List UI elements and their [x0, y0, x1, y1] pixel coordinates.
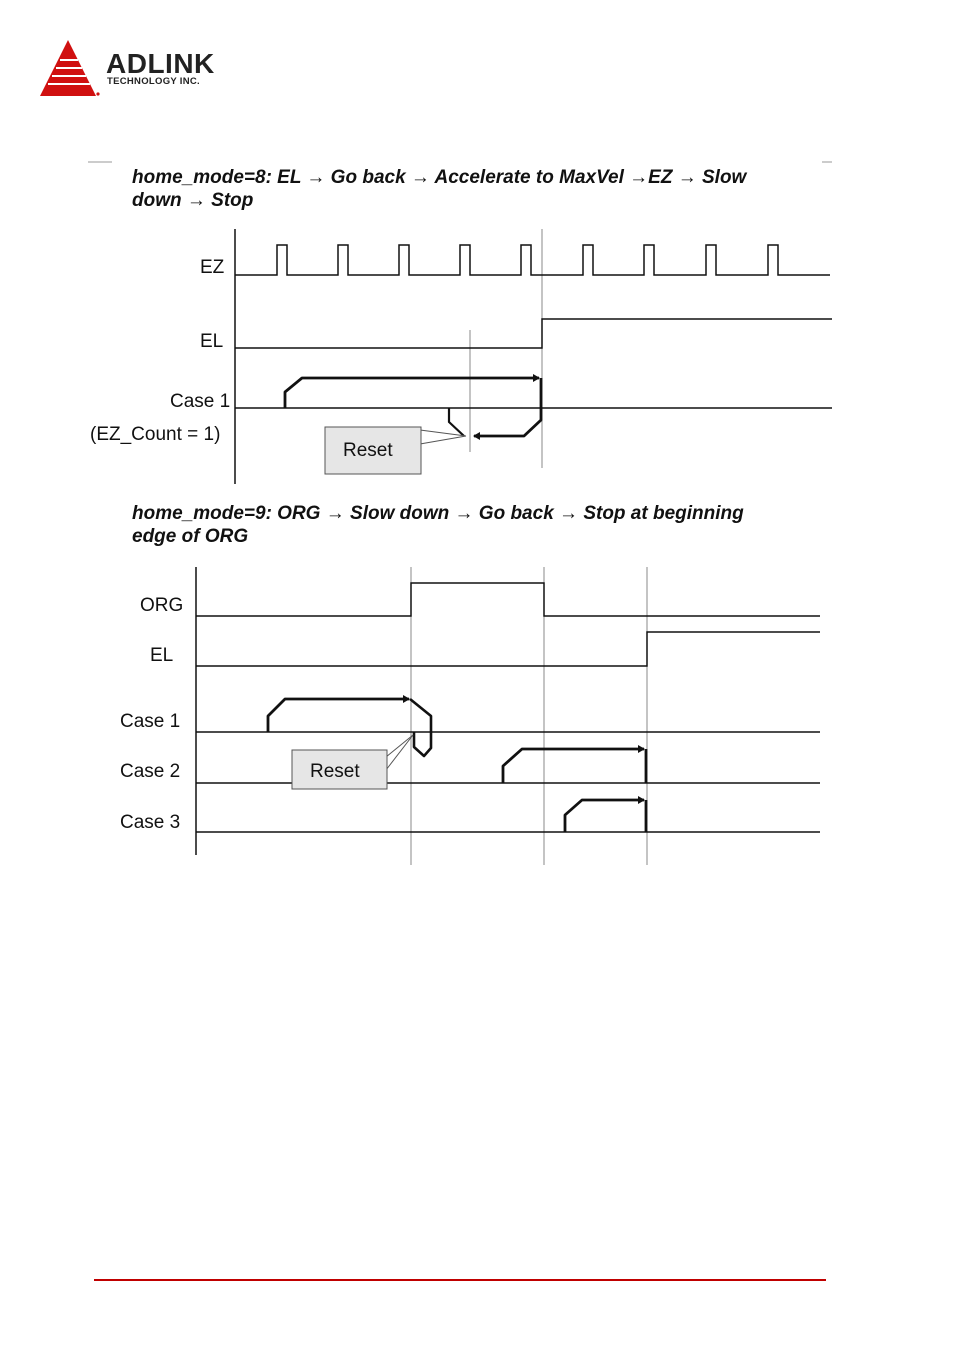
label-org: ORG — [140, 595, 183, 616]
el-signal-2 — [196, 632, 820, 666]
label-el-1: EL — [200, 331, 223, 352]
case1-overshoot-path — [410, 699, 431, 756]
diagram1-reset-label: Reset — [343, 440, 393, 461]
case1-reset-dip — [449, 408, 464, 436]
case3-motion-path — [565, 800, 644, 832]
diagram2: Reset ORG EL Case 1 Case 2 Case 3 — [120, 567, 820, 865]
label-ez: EZ — [200, 257, 225, 278]
el-signal — [235, 319, 832, 348]
label-case1-d2: Case 1 — [120, 711, 180, 732]
label-ez-count: (EZ_Count = 1) — [90, 424, 220, 445]
case2-motion-path — [503, 749, 644, 783]
label-case2: Case 2 — [120, 761, 180, 782]
ez-signal — [235, 245, 830, 275]
footer-rule — [94, 1279, 826, 1281]
label-case1-d1: Case 1 — [170, 391, 230, 412]
case1-motion-path — [285, 378, 539, 408]
case1-return-path — [474, 378, 541, 436]
case1-motion-path-2 — [268, 699, 409, 732]
diagram1: Reset EZ EL Case 1 (EZ_Count = 1) — [90, 229, 832, 484]
diagram2-reset-pointer — [386, 735, 413, 757]
diagram2-reset-label: Reset — [310, 761, 360, 782]
label-case3: Case 3 — [120, 812, 180, 833]
label-el-2: EL — [150, 645, 173, 666]
org-signal — [196, 583, 820, 616]
